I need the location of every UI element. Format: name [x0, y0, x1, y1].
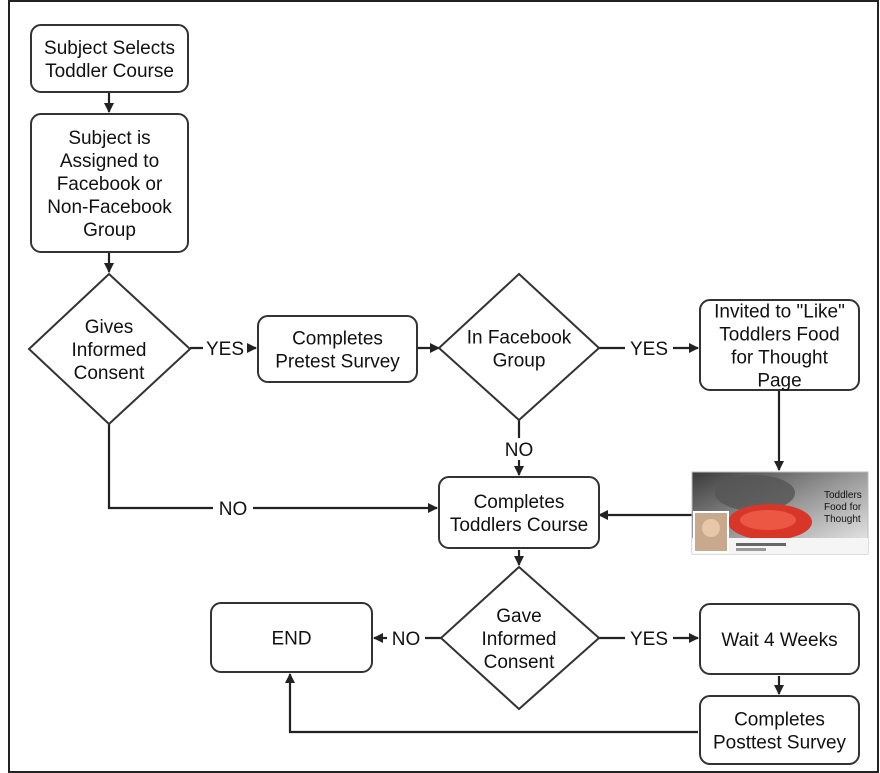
- edge-label-yes-wait: YES: [630, 629, 668, 650]
- node-label-line: Subject is: [68, 128, 150, 149]
- node-label-line: Posttest Survey: [713, 733, 847, 754]
- node-label-line: Toddlers Course: [450, 515, 588, 536]
- edge-label-no-consent2: NO: [392, 629, 421, 650]
- edge-label-yes-invite: YES: [630, 339, 668, 360]
- node-label-line: Invited to "Like": [714, 302, 845, 323]
- node-label-line: Wait 4 Weeks: [721, 630, 837, 651]
- edge-label-no-consent1: NO: [219, 499, 248, 520]
- node-label-line: Gives: [85, 317, 134, 338]
- edge-consent-no-to-course: [107, 424, 438, 513]
- fb-page-title-line-1: Toddlers: [824, 490, 862, 501]
- label-bg-no-consent1: [213, 497, 253, 519]
- node-label-line: for Thought: [731, 348, 829, 369]
- diagram-frame: [8, 0, 879, 773]
- label-bg-yes-wait: [625, 627, 673, 649]
- node-label-line: Page: [757, 371, 801, 392]
- node-end-label: END: [271, 629, 311, 650]
- node-label-line: Assigned to: [60, 151, 159, 172]
- node-label-line: Toddlers Food: [719, 325, 839, 346]
- node-label-line: Completes: [474, 492, 565, 513]
- label-bg-yes-invite: [625, 337, 673, 359]
- node-label-line: Pretest Survey: [275, 352, 400, 373]
- label-bg-yes-pretest: [203, 337, 247, 359]
- node-label-line: END: [271, 629, 311, 650]
- node-label-line: Consent: [74, 363, 145, 384]
- edge-posttest-to-end: [285, 673, 698, 734]
- node-label-line: Consent: [484, 652, 555, 673]
- node-end: END: [210, 602, 373, 673]
- node-wait-label: Wait 4 Weeks: [721, 630, 837, 651]
- node-label-line: Group: [83, 220, 136, 241]
- fb-page-title-line-3: Thought: [824, 514, 861, 525]
- node-label-line: Facebook or: [57, 174, 163, 195]
- fb-page-title-line-2: Food for: [824, 502, 862, 513]
- edge-label-yes-pretest: YES: [206, 339, 244, 360]
- facebook-page-image: Toddlers Food for Thought: [691, 471, 869, 555]
- node-label-line: Non-Facebook: [47, 197, 172, 218]
- label-bg-no-fb: [500, 438, 538, 460]
- node-label-line: Completes: [292, 329, 383, 350]
- node-label-line: Informed: [72, 340, 147, 361]
- node-label-line: Toddler Course: [45, 61, 174, 82]
- node-label-line: In Facebook: [467, 328, 572, 349]
- edge-label-no-fb: NO: [505, 440, 534, 461]
- node-label-line: Subject Selects: [44, 38, 175, 59]
- node-label-line: Informed: [482, 629, 557, 650]
- label-bg-no-consent2: [387, 627, 425, 649]
- node-label-line: Group: [493, 351, 546, 372]
- node-label-line: Gave: [496, 606, 541, 627]
- node-wait: Wait 4 Weeks: [699, 603, 860, 675]
- node-label-line: Completes: [734, 710, 825, 731]
